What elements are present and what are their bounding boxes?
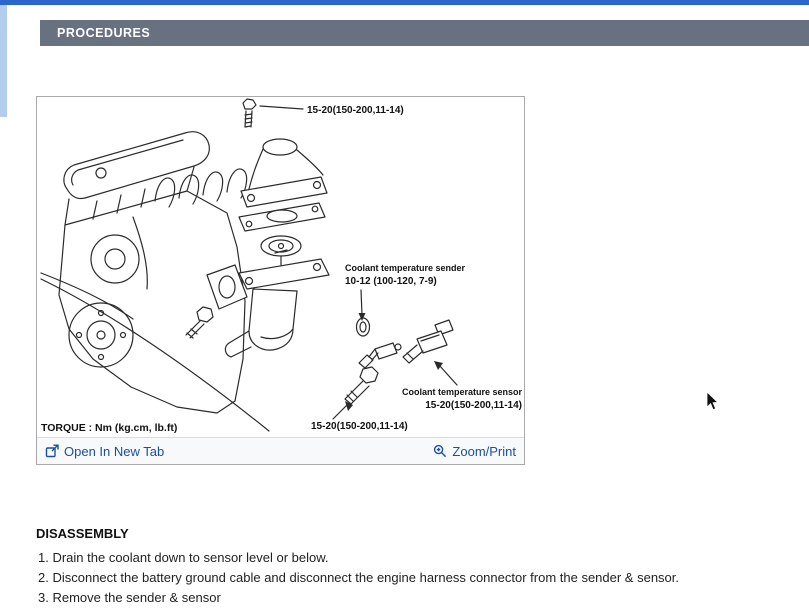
zoom-icon xyxy=(434,444,447,458)
open-in-new-tab-icon xyxy=(45,444,59,458)
pulley-upper xyxy=(90,234,140,284)
thermostat-housing-flange xyxy=(238,258,330,290)
label-sender-torque: 10-12 (100-120, 7-9) xyxy=(345,276,437,287)
label-sensor-torque: 15-20(150-200,11-14) xyxy=(425,400,522,411)
step-item: 3. Remove the sender & sensor xyxy=(38,590,221,605)
step-item: 2. Disconnect the battery ground cable a… xyxy=(38,570,680,585)
zoom-print-link[interactable]: Zoom/Print xyxy=(433,444,516,459)
gasket-plate xyxy=(206,264,248,310)
section-title: DISASSEMBLY xyxy=(36,526,129,541)
procedures-header: PROCEDURES xyxy=(40,20,809,46)
water-outlet-opening xyxy=(262,138,298,156)
housing-bolt xyxy=(196,306,214,323)
disassembly-section: DISASSEMBLY 1. Drain the coolant down to… xyxy=(36,526,679,608)
temperature-sender xyxy=(358,354,374,369)
label-sensor-name: Coolant temperature sensor xyxy=(402,387,523,397)
engine-diagram: 15-20(150-200,11-14) Coolant temperature… xyxy=(40,98,523,434)
label-torque-note: TORQUE : Nm (kg.cm, lb.ft) xyxy=(41,422,177,434)
thermostat-housing-body xyxy=(248,288,298,351)
top-accent-line xyxy=(0,0,809,5)
label-bottom-bolt-torque: 15-20(150-200,11-14) xyxy=(311,421,408,432)
temperature-sensor-body xyxy=(416,330,448,354)
diagram-figure: 15-20(150-200,11-14) Coolant temperature… xyxy=(36,96,525,465)
washer xyxy=(355,317,371,337)
thermostat xyxy=(260,235,302,257)
water-outlet-flange xyxy=(240,176,328,208)
pulley-lower xyxy=(68,302,134,368)
zoom-print-label: Zoom/Print xyxy=(452,443,516,459)
top-bolt xyxy=(242,98,257,110)
valve-cover xyxy=(63,131,210,200)
left-edge-strip xyxy=(0,5,7,117)
figure-action-bar: Open In New Tab Zoom/Print xyxy=(37,437,524,464)
lower-bolt xyxy=(359,366,379,384)
open-in-new-tab-link[interactable]: Open In New Tab xyxy=(45,444,164,459)
label-top-bolt-torque: 15-20(150-200,11-14) xyxy=(307,105,404,116)
mouse-cursor xyxy=(706,392,719,411)
gasket xyxy=(238,202,326,232)
harness-cable xyxy=(40,278,270,432)
page-title: PROCEDURES xyxy=(57,26,151,40)
open-in-new-tab-label: Open In New Tab xyxy=(64,443,165,459)
step-item: 1. Drain the coolant down to sensor leve… xyxy=(38,550,329,565)
label-sender-name: Coolant temperature sender xyxy=(345,263,466,273)
